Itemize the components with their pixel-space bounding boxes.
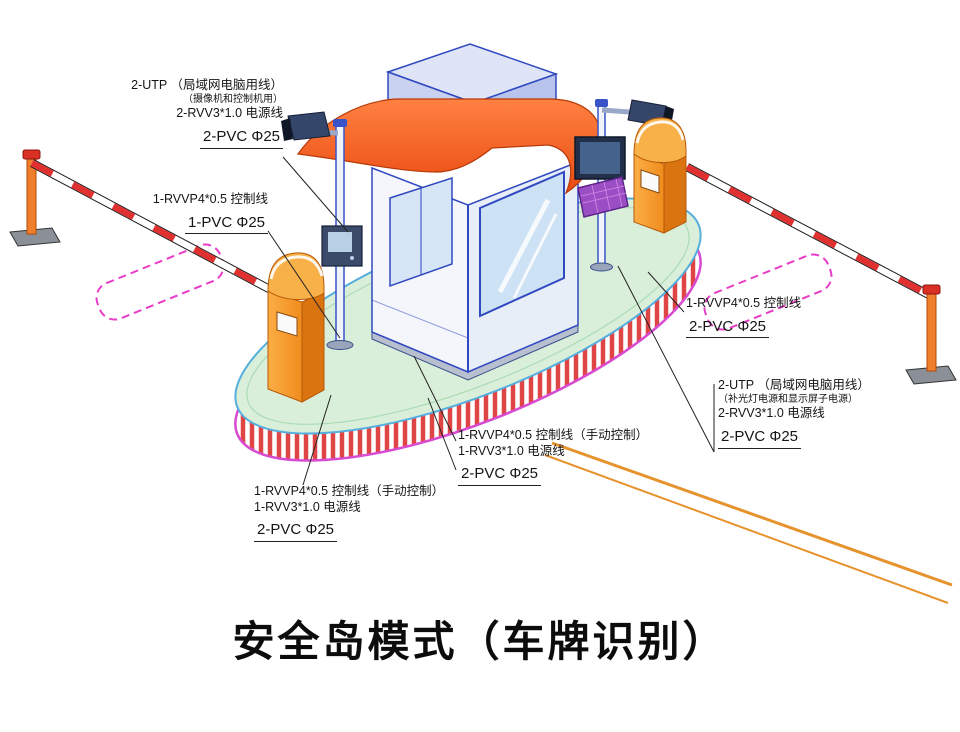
- led-grid-v2: [603, 181, 611, 211]
- road-edge-lines: [544, 441, 953, 604]
- leader-barrier-left: [302, 394, 332, 486]
- arm-red-stripes: [30, 160, 292, 303]
- annotation-line: 1-RVVP4*0.5 控制线（手动控制）: [458, 428, 649, 442]
- annotation-line: 1-RVVP4*0.5 控制线: [152, 192, 268, 206]
- annotation-line: （摄像机和控制机用）: [183, 93, 283, 105]
- annotation-line: 2-PVC Φ25: [458, 465, 541, 486]
- leader-pole-left: [267, 230, 341, 339]
- leader-display-right: [617, 265, 715, 453]
- page-title: 安全岛模式（车牌识别）: [232, 618, 728, 665]
- machine-screen: [640, 169, 660, 194]
- annotation-display-right-cables: 2-UTP （局域网电脑用线） （补光灯电源和显示屏子电源） 2-RVV3*1.…: [718, 378, 870, 449]
- annotation-line: 2-RVV3*1.0 电源线: [176, 106, 283, 121]
- led-grid-v3: [615, 178, 623, 208]
- leader-barrier-right-1: [413, 355, 457, 442]
- leader-camera-left: [282, 156, 349, 233]
- led-grid-v1: [591, 184, 599, 214]
- road-line-lower: [544, 454, 949, 604]
- machine-top-cap: [267, 252, 325, 300]
- canopy-roof: [296, 98, 601, 195]
- annotation-line: （补光灯电源和显示屏子电源）: [718, 393, 858, 405]
- annotation-line: 2-PVC Φ25: [718, 428, 801, 449]
- right-barrier-post: [905, 284, 957, 385]
- camera-pole-left: [281, 111, 363, 350]
- pole-cap: [333, 119, 347, 127]
- led-grid-h2: [582, 192, 627, 204]
- annotation-line: 1-RVV3*1.0 电源线: [254, 499, 361, 514]
- pole-base-flange: [326, 340, 354, 350]
- annotation-barrier-left-cables: 1-RVVP4*0.5 控制线（手动控制） 1-RVV3*1.0 电源线 2-P…: [254, 484, 444, 542]
- annotation-line: 2-PVC Φ25: [254, 521, 337, 542]
- arm-body: [685, 164, 933, 299]
- equipment-knob: [350, 256, 354, 260]
- pole-cap: [595, 99, 608, 107]
- post-column: [26, 157, 37, 235]
- guard-booth: [371, 160, 579, 381]
- road-line-upper: [551, 441, 953, 587]
- camera-pole-right: [574, 99, 674, 272]
- monitor-screen: [580, 142, 620, 174]
- leader-island-right: [647, 271, 685, 313]
- annotation-line: 2-UTP （局域网电脑用线）: [131, 78, 283, 92]
- annotation-barrier-right-cables: 1-RVVP4*0.5 控制线（手动控制） 1-RVV3*1.0 电源线 2-P…: [458, 428, 648, 486]
- annotation-line: 2-PVC Φ25: [200, 128, 283, 149]
- machine-screen: [276, 311, 298, 337]
- annotation-camera-left-cables: 2-UTP （局域网电脑用线） （摄像机和控制机用） 2-RVV3*1.0 电源…: [131, 78, 283, 149]
- annotation-line: 1-RVV3*1.0 电源线: [458, 443, 565, 458]
- window-glare-1: [497, 198, 551, 294]
- post-cap: [22, 149, 41, 160]
- machine-cap-stripe: [635, 120, 685, 144]
- leader-lines: [267, 156, 715, 486]
- annotation-line: 2-RVV3*1.0 电源线: [718, 406, 825, 421]
- machine-top-cap: [633, 117, 687, 163]
- annotation-line: 1-PVC Φ25: [185, 214, 268, 235]
- machine-cap-stripe: [269, 255, 324, 280]
- machine-front-face: [267, 290, 303, 403]
- machine-side-face: [663, 153, 687, 234]
- window-glare-2: [512, 213, 558, 299]
- post-cap: [922, 284, 941, 295]
- booth-left-panel-line: [371, 299, 469, 339]
- equipment-screen: [328, 232, 352, 252]
- annotation-line: 1-RVVP4*0.5 控制线（手动控制）: [254, 484, 445, 498]
- pole-base-flange: [590, 262, 613, 272]
- post-base: [9, 227, 61, 247]
- led-grid-h1: [580, 185, 625, 197]
- camera-lens: [281, 118, 293, 141]
- annotation-pole-left-control: 1-RVVP4*0.5 控制线 1-PVC Φ25: [152, 192, 268, 235]
- right-barrier-arm: [685, 163, 933, 300]
- barrier-machine-right: [633, 117, 687, 234]
- leader-barrier-right-2: [427, 397, 457, 471]
- annotation-line: 1-RVVP4*0.5 控制线: [686, 296, 802, 310]
- camera-body: [287, 111, 331, 141]
- annotation-line: 2-UTP （局域网电脑用线）: [718, 378, 870, 392]
- post-column: [926, 292, 937, 372]
- canopy-shape: [296, 98, 601, 195]
- annotation-island-right-control: 1-RVVP4*0.5 控制线 2-PVC Φ25: [686, 296, 802, 339]
- left-barrier-arm: [30, 159, 292, 304]
- led-display: [577, 176, 629, 218]
- left-barrier-post: [9, 149, 61, 247]
- annotation-line: 2-PVC Φ25: [686, 318, 769, 339]
- barrier-machine-left: [267, 252, 325, 403]
